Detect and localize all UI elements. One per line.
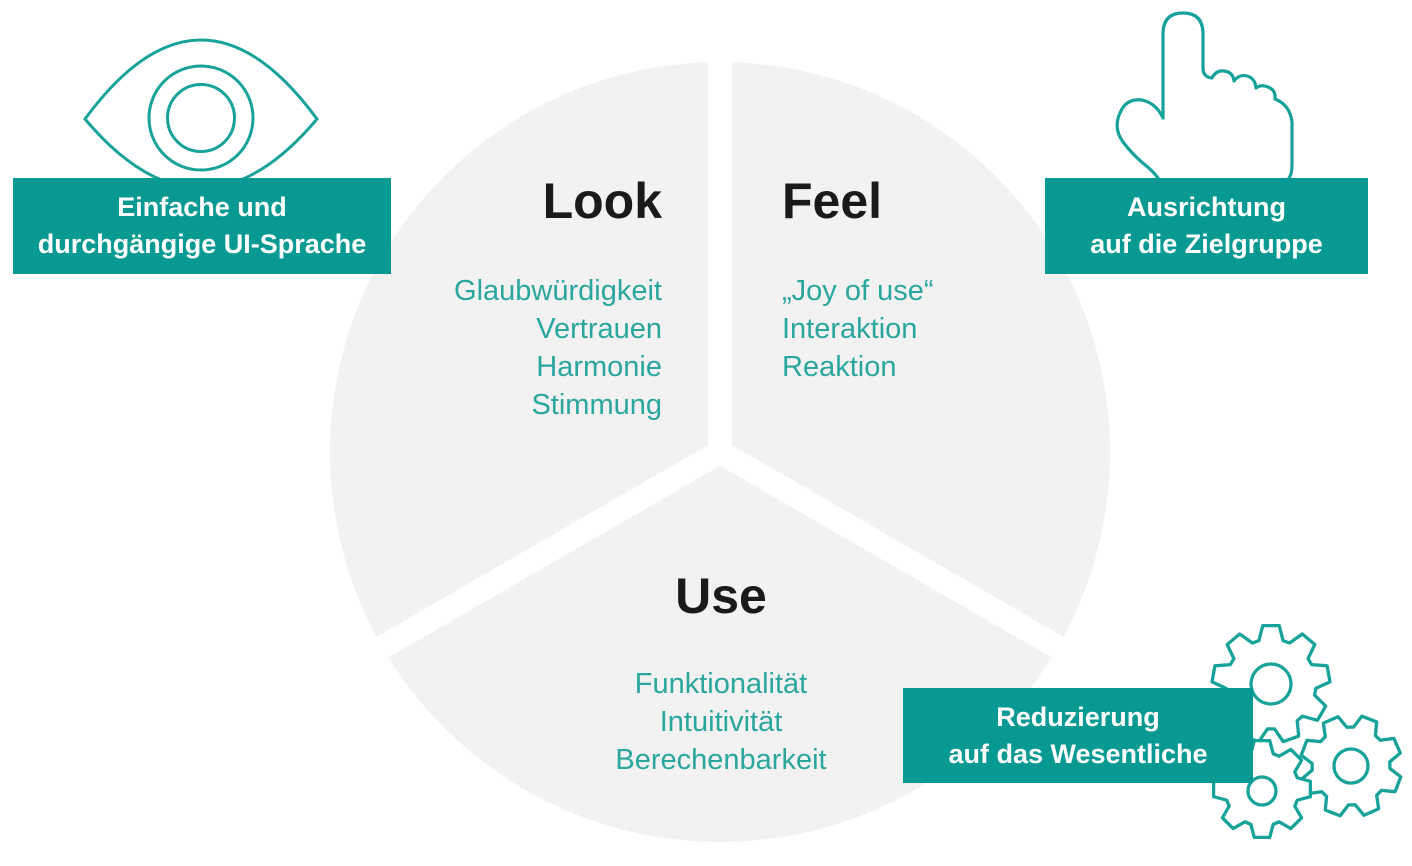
gear-medium: [1299, 714, 1403, 818]
banner-reduction: Reduzierung auf das Wesentliche: [903, 688, 1253, 783]
list-item: Berechenbarkeit: [615, 744, 827, 776]
banner-line: Reduzierung: [996, 701, 1160, 732]
gear-medium-hole: [1332, 747, 1370, 785]
list-item: Interaktion: [782, 313, 918, 345]
eye-pupil: [166, 83, 236, 153]
segment-list-feel: „Joy of use“ Interaktion Reaktion: [782, 272, 934, 386]
banner-line: auf das Wesentliche: [948, 738, 1208, 769]
segment-list-look: Glaubwürdigkeit Vertrauen Harmonie Stimm…: [454, 272, 662, 424]
divider-feel-use: [713, 441, 1099, 678]
eye-outline: [83, 38, 319, 190]
list-item: Glaubwürdigkeit: [454, 275, 662, 307]
hand-fingers-outline: [1161, 11, 1294, 180]
gear-large-hole: [1249, 662, 1293, 706]
list-item: Reaktion: [782, 351, 897, 383]
list-item: Vertrauen: [536, 313, 662, 345]
hand-thumb-outline: [1115, 98, 1165, 180]
segment-title-use: Use: [675, 568, 767, 624]
banner-target-group: Ausrichtung auf die Zielgruppe: [1045, 178, 1368, 274]
divider-look-use: [341, 441, 727, 678]
eye-iris: [147, 64, 255, 172]
segment-title-feel: Feel: [782, 173, 883, 229]
banner-line: durchgängige UI-Sprache: [37, 229, 367, 259]
list-item: „Joy of use“: [782, 275, 934, 307]
list-item: Intuitivität: [659, 706, 783, 738]
segment-list-use: Funktionalität Intuitivität Berechenbark…: [521, 665, 921, 779]
list-item: Funktionalität: [634, 668, 808, 700]
segment-title-look: Look: [542, 173, 662, 229]
list-item: Harmonie: [536, 351, 662, 383]
banner-ui-language: Einfache und durchgängige UI-Sprache: [13, 178, 391, 274]
banner-line: Ausrichtung: [1127, 192, 1286, 222]
banner-line: auf die Zielgruppe: [1090, 229, 1323, 259]
hand-pointer-icon: [1115, 11, 1294, 180]
eye-icon: [83, 38, 319, 190]
banner-line: Einfache und: [117, 192, 287, 222]
list-item: Stimmung: [531, 389, 662, 421]
